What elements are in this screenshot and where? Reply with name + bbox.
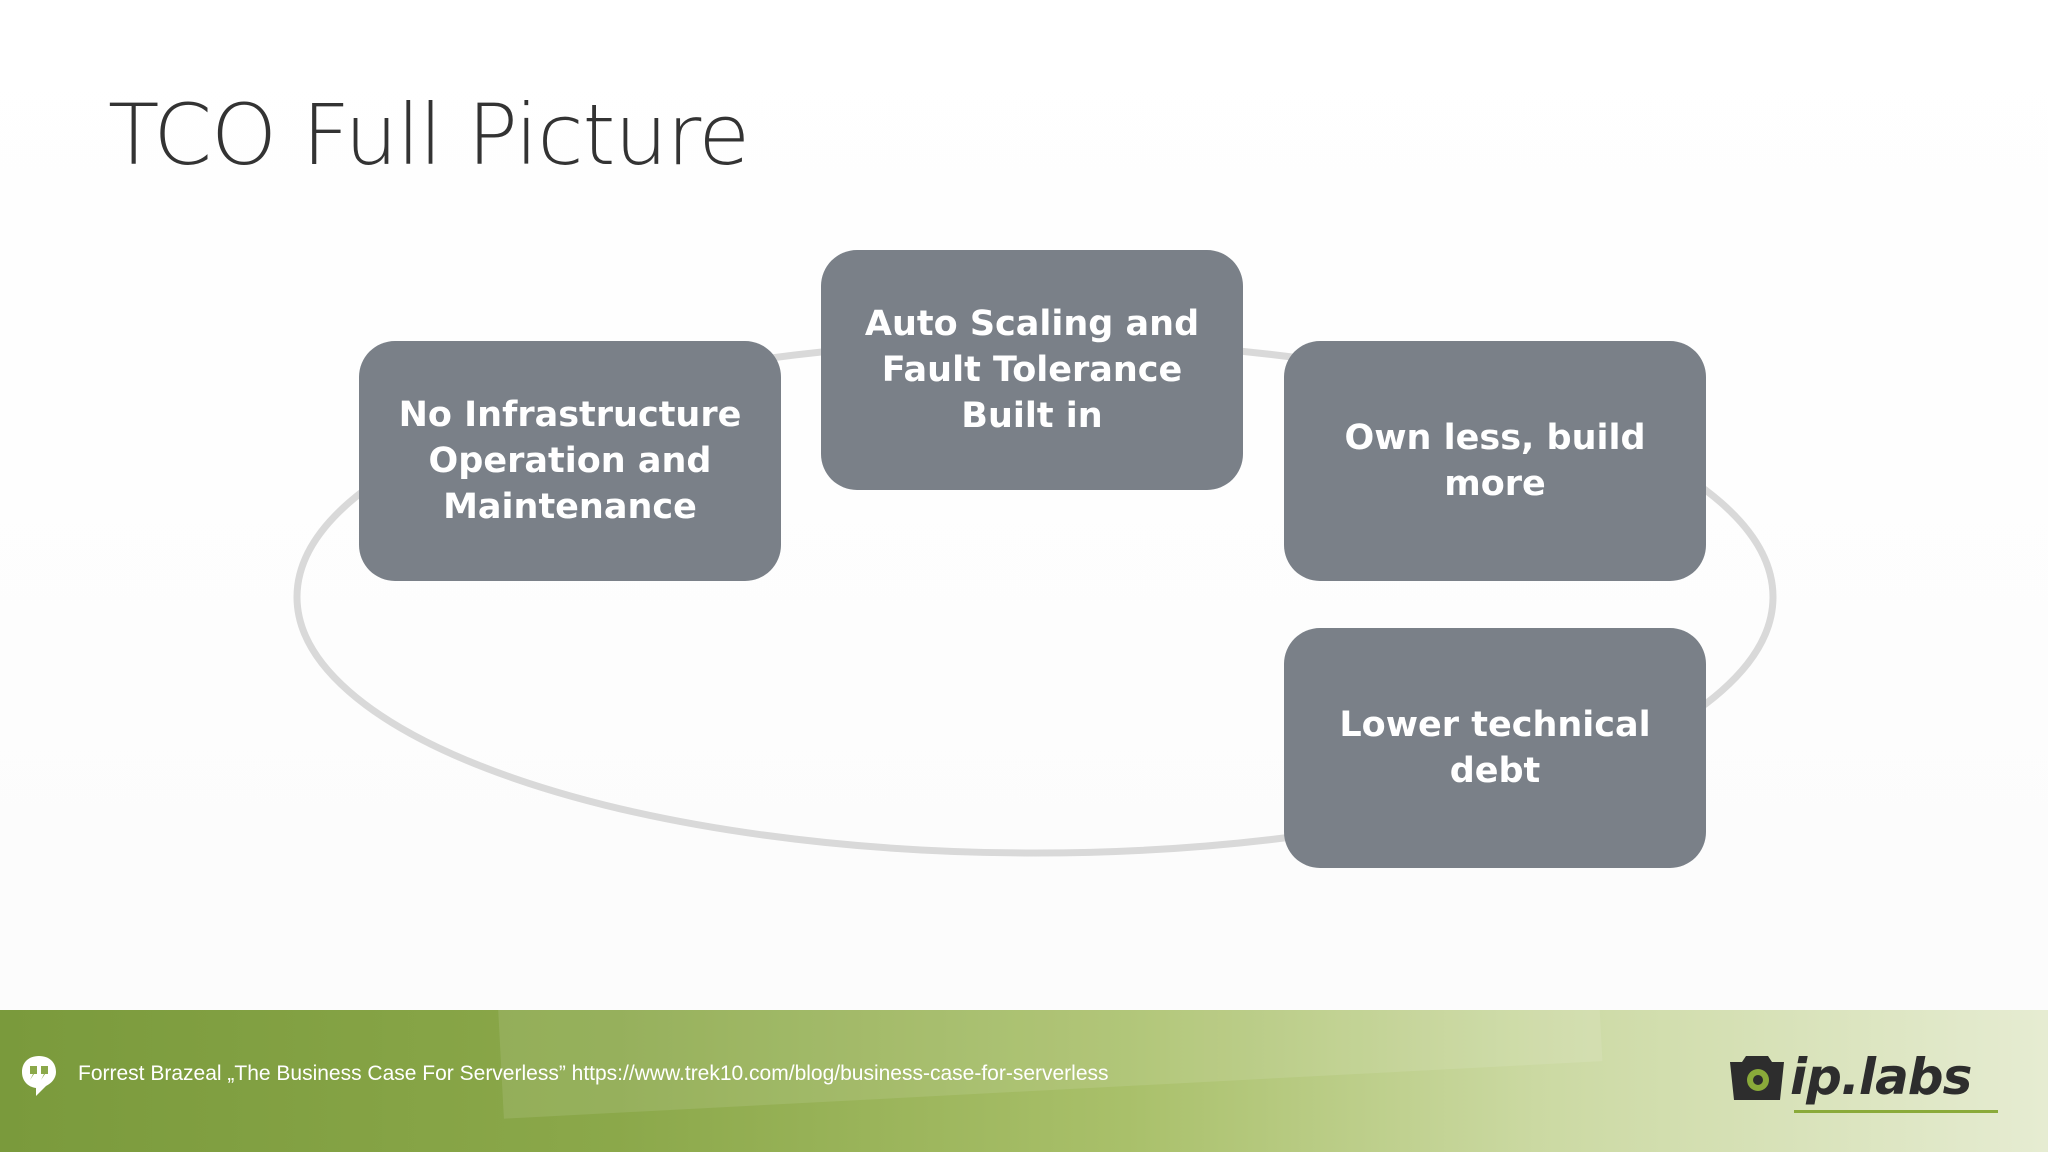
box-4-line-1: Lower technical debt bbox=[1339, 705, 1651, 791]
box-2-line-1: Auto Scaling and bbox=[864, 304, 1200, 344]
box-2-line-2: Fault Tolerance bbox=[881, 350, 1183, 390]
cycle-box-no-infrastructure: No Infrastructure Operation and Maintena… bbox=[359, 341, 781, 581]
box-1-line-1: No Infrastructure bbox=[398, 395, 742, 435]
footer-bar: Forrest Brazeal „The Business Case For S… bbox=[0, 1010, 2048, 1152]
cycle-box-lower-debt: Lower technical debt bbox=[1284, 628, 1706, 868]
footer-citation: Forrest Brazeal „The Business Case For S… bbox=[78, 1062, 1109, 1085]
cycle-box-own-less: Own less, build more bbox=[1284, 341, 1706, 581]
logo-underline bbox=[1794, 1110, 1998, 1113]
cycle-box-auto-scaling: Auto Scaling and Fault Tolerance Built i… bbox=[821, 250, 1243, 490]
camera-icon bbox=[1730, 1056, 1784, 1100]
quote-bubble-icon bbox=[22, 1056, 56, 1096]
box-1-line-3: Maintenance bbox=[443, 487, 697, 527]
box-1-line-2: Operation and bbox=[428, 441, 712, 481]
box-2-line-3: Built in bbox=[961, 396, 1103, 436]
logo-text: ip.labs bbox=[1790, 1048, 1972, 1106]
slide-title: TCO Full Picture bbox=[108, 86, 750, 184]
company-logo: ip.labs bbox=[1728, 1048, 2008, 1118]
box-3-line-1: Own less, build more bbox=[1344, 418, 1646, 504]
